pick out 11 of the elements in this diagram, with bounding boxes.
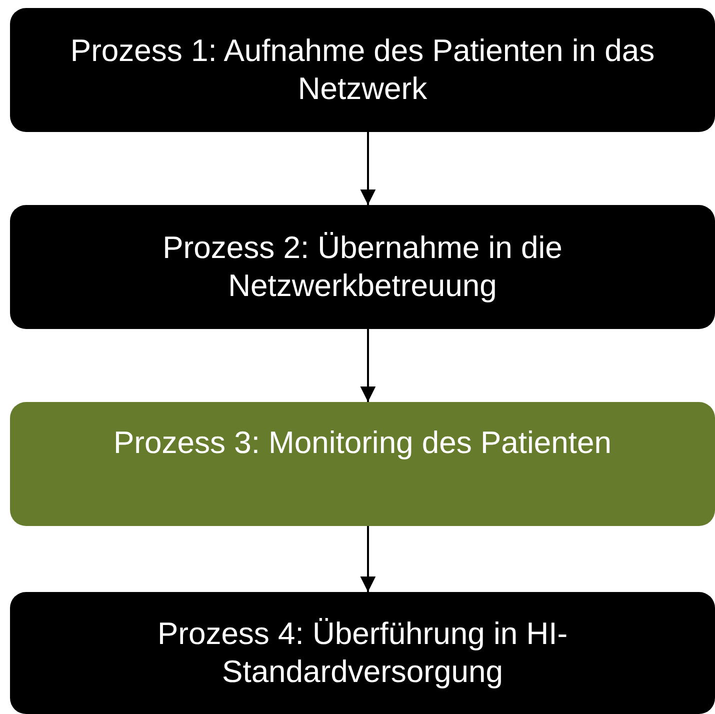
process-label: Prozess 3: Monitoring des Patienten bbox=[114, 424, 612, 462]
process-box bbox=[10, 205, 715, 329]
process-label: Prozess 2: Übernahme in die Netzwerkbetreuung bbox=[162, 229, 564, 305]
arrow bbox=[360, 526, 376, 592]
arrow bbox=[360, 329, 376, 402]
process-label: Prozess 1: Aufnahme des Patienten in das Netzwerk bbox=[69, 32, 656, 108]
process-box bbox=[10, 8, 715, 132]
process-box bbox=[10, 592, 715, 714]
process-box bbox=[10, 402, 715, 526]
process-label: Prozess 4: Überführung in HI-Standardversorgung bbox=[156, 615, 569, 691]
arrow bbox=[360, 132, 376, 205]
